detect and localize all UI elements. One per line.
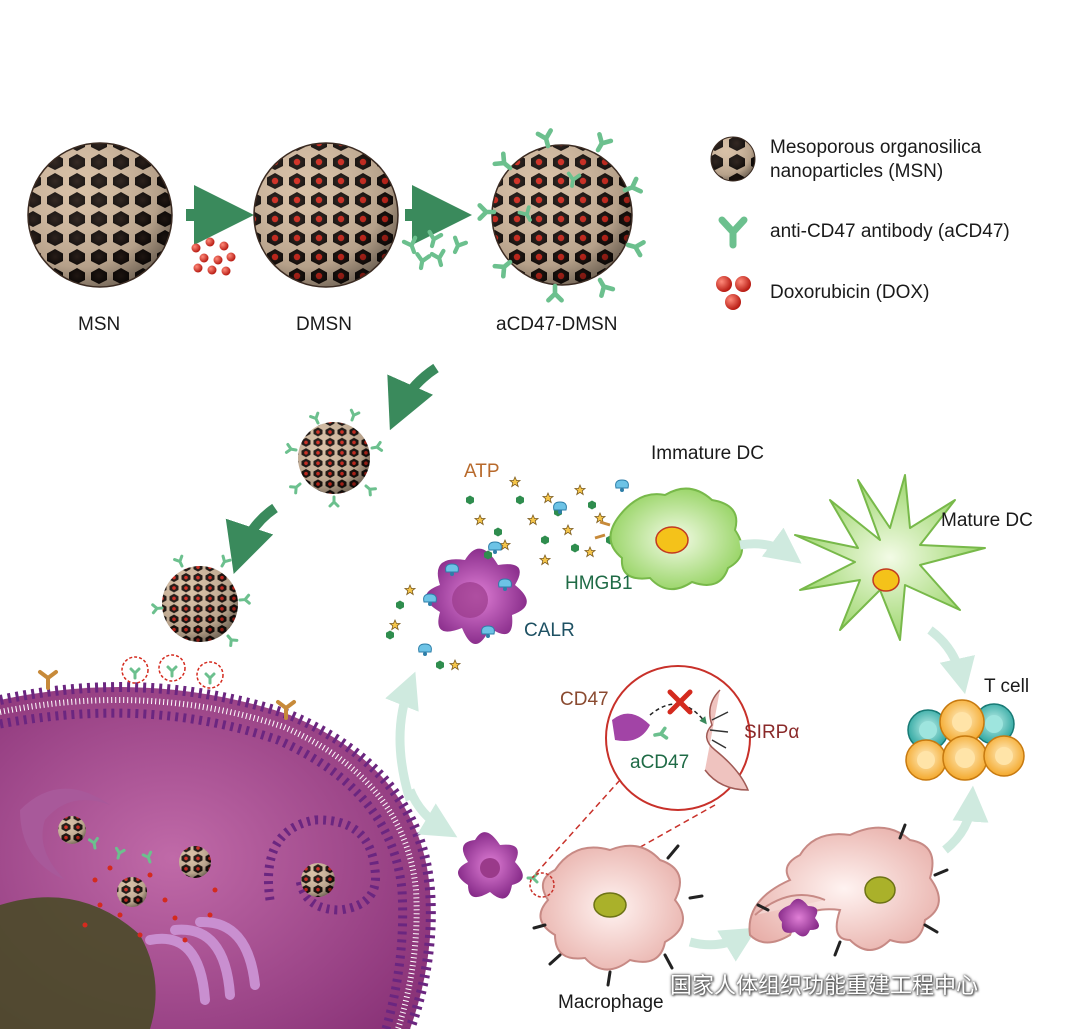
legend-msn-line2: nanoparticles (MSN): [770, 160, 944, 182]
bound-antibody-markers: [121, 654, 224, 689]
arrow-macrophage-to-tcell: [942, 785, 989, 854]
stage-label-dmsn: DMSN: [296, 314, 352, 335]
label-acd47: aCD47: [630, 752, 690, 773]
invaginating-vesicle: [264, 815, 381, 915]
blockade-inset: [605, 665, 751, 811]
delivery-arrow-1: [387, 363, 439, 431]
golgi: [145, 916, 260, 1005]
label-calr: CALR: [524, 620, 575, 641]
antibody-cluster-icon: [404, 232, 466, 269]
released-dox: [82, 865, 218, 943]
arrow-tumor-to-macrophage: [405, 788, 458, 838]
label-mature-dc: Mature DC: [941, 510, 1033, 531]
label-sirpa: SIRPα: [744, 722, 800, 743]
endosome-2: [117, 846, 211, 907]
legend-msn-line1: Mesoporous organosilica: [770, 137, 982, 158]
t-cell-cluster: [905, 699, 1025, 781]
arrow-tumor-to-dc: [385, 671, 419, 802]
legend-msn-label: Mesoporous organosilica nanoparticles (M…: [770, 136, 1030, 184]
macrophage-2: [748, 823, 949, 957]
small-tumor-cell: [458, 832, 539, 899]
legend-antibody-label: anti-CD47 antibody (aCD47): [770, 221, 1010, 242]
arrow-dc-to-tcell: [927, 626, 975, 695]
dmsn-particle: [253, 142, 399, 288]
delivered-particle-2: [151, 554, 251, 647]
endosome-1: [20, 788, 110, 880]
legend-antibody-icon: [718, 216, 748, 249]
legend-dox-label: Doxorubicin (DOX): [770, 282, 930, 303]
mature-dc: [794, 474, 986, 641]
engulfed-tumor-cell: [778, 898, 819, 937]
stage-label-acd47-dmsn: aCD47-DMSN: [496, 314, 618, 335]
dying-tumor-cell: [418, 548, 527, 657]
delivery-arrow-2: [225, 503, 278, 574]
label-macrophage: Macrophage: [558, 992, 664, 1013]
label-immature-dc: Immature DC: [651, 443, 764, 464]
msn-particle: [27, 142, 173, 288]
legend-msn-icon: [710, 136, 756, 182]
surface-receptors: [38, 670, 296, 720]
arrow-macrophage-phagocytosis: [688, 927, 758, 962]
tumor-cell: [0, 670, 436, 1029]
label-atp: ATP: [464, 461, 500, 482]
stage-label-msn: MSN: [78, 314, 121, 335]
delivered-particle-1: [284, 408, 384, 508]
arrow-dc-maturation: [739, 527, 802, 564]
label-hmgb1: HMGB1: [565, 573, 633, 594]
label-t-cell: T cell: [984, 676, 1030, 697]
acd47-dmsn-particle: [480, 130, 644, 300]
immature-dc: [594, 487, 743, 590]
watermark: 国家人体组织功能重建工程中心: [670, 973, 979, 998]
nucleus: [0, 897, 156, 1029]
label-cd47: CD47: [560, 689, 609, 710]
macrophage-1: [529, 844, 704, 987]
legend-dox-icon: [716, 276, 751, 310]
dox-cluster-icon: [191, 237, 236, 276]
